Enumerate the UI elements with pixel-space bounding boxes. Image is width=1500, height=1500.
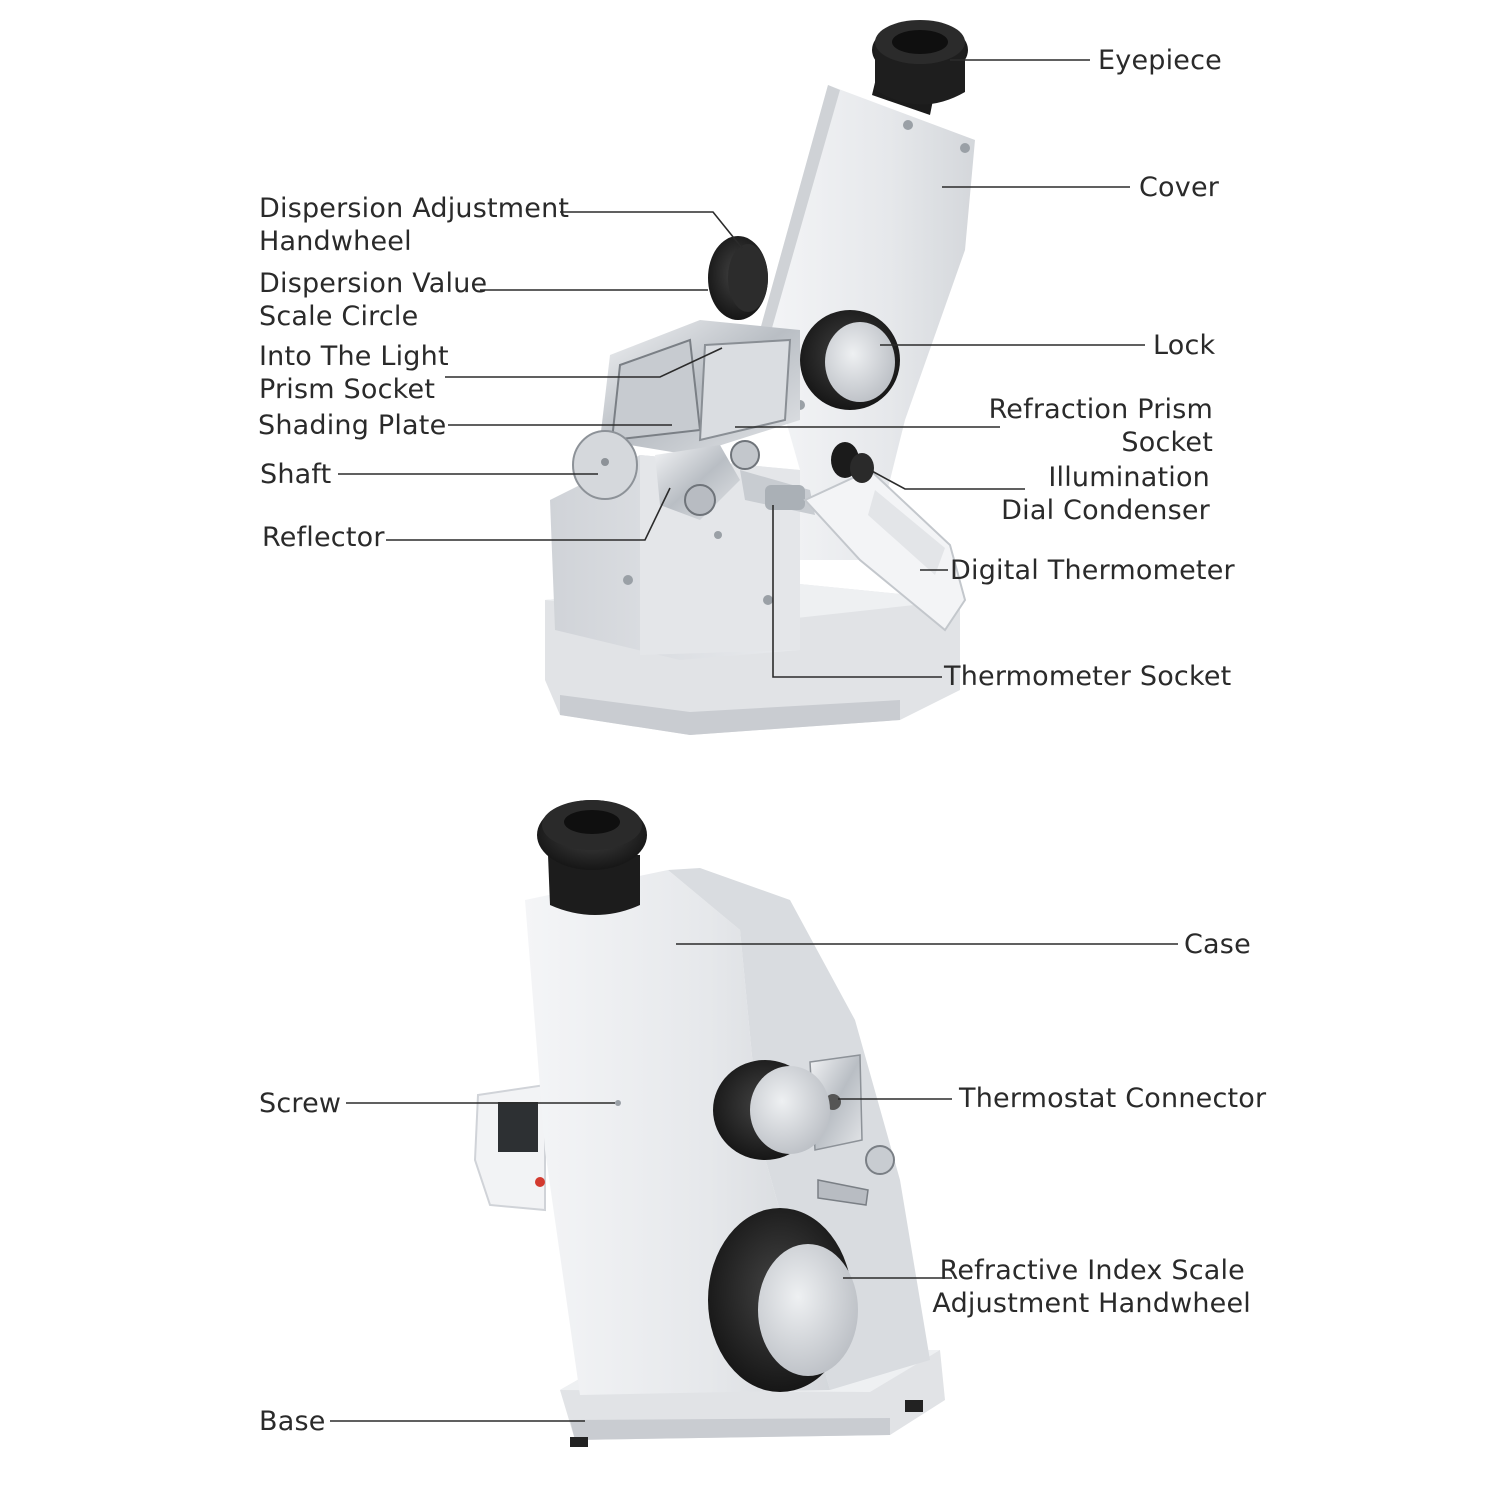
leader-reflector — [386, 487, 671, 541]
callout-lines — [330, 59, 1178, 1422]
label-refractive-index-scale: Refractive Index Scale — [939, 1255, 1245, 1286]
label-dispersion-value: Dispersion Value — [259, 268, 488, 299]
label-dispersion-adjustment: Dispersion Adjustment — [259, 193, 570, 224]
label-shading-plate: Shading Plate — [258, 410, 447, 441]
label-prism-socket: Prism Socket — [259, 374, 436, 405]
label-eyepiece: Eyepiece — [1098, 45, 1222, 76]
label-dial-condenser: Dial Condenser — [1001, 495, 1210, 526]
label-case: Case — [1184, 929, 1251, 960]
label-refraction-prism: Refraction Prism — [988, 394, 1213, 425]
label-screw: Screw — [259, 1088, 342, 1119]
leader-light-prism — [445, 347, 723, 378]
leader-thermometer-socket — [772, 505, 942, 678]
label-thermometer-socket: Thermometer Socket — [944, 661, 1232, 692]
label-lock: Lock — [1153, 330, 1216, 361]
leader-illumination — [869, 469, 1025, 490]
label-shaft: Shaft — [260, 459, 332, 490]
label-base: Base — [259, 1406, 326, 1437]
label-handwheel: Handwheel — [259, 226, 412, 257]
label-into-the-light: Into The Light — [259, 341, 449, 372]
label-digital-thermometer: Digital Thermometer — [950, 555, 1235, 586]
label-reflector: Reflector — [262, 522, 385, 553]
bottom-instrument-illustration — [473, 800, 945, 1447]
label-cover: Cover — [1139, 172, 1220, 203]
label-socket: Socket — [1121, 427, 1213, 458]
top-instrument-illustration — [545, 20, 975, 735]
label-thermostat-connector: Thermostat Connector — [959, 1083, 1267, 1114]
label-adjustment-handwheel: Adjustment Handwheel — [932, 1288, 1251, 1319]
label-scale-circle: Scale Circle — [259, 301, 419, 332]
label-illumination: Illumination — [1048, 462, 1210, 493]
leader-dispersion-handwheel — [560, 211, 743, 249]
